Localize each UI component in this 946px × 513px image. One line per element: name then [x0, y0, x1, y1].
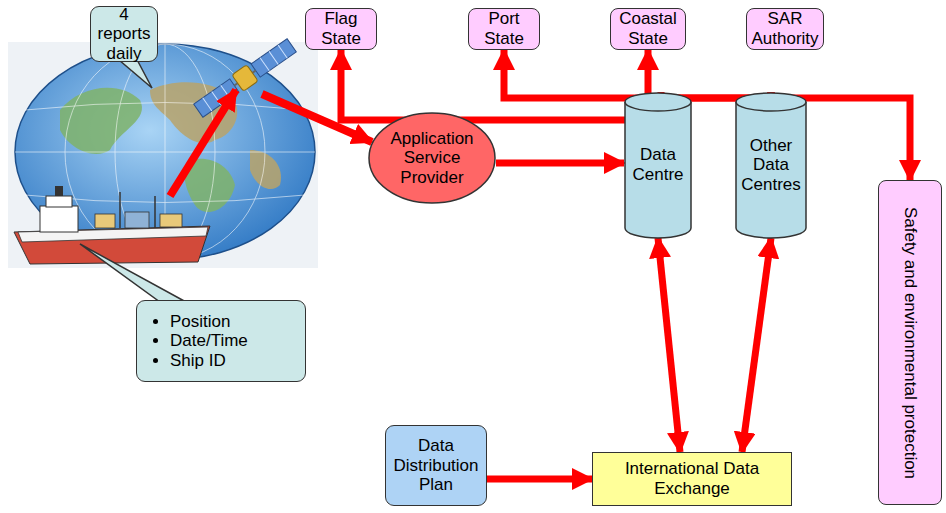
state-box: Port State [468, 8, 540, 50]
flow-arrow [496, 160, 624, 167]
flow-arrow [487, 476, 592, 483]
node-label: Data Distribution Plan [390, 436, 482, 495]
node-label: Data Centre [632, 145, 683, 184]
flow-arrow [504, 50, 771, 98]
bullet-item: Ship ID [153, 351, 226, 371]
node-label: Flag State [309, 9, 373, 48]
exchange-box: International Data Exchange [592, 452, 792, 506]
database-cylinder: Data Centre [624, 92, 692, 238]
flow-arrow [658, 238, 680, 452]
node-label: Application Service Provider [378, 129, 486, 188]
database-cylinder: Other Data Centres [735, 92, 807, 238]
uplink-arrow [170, 90, 236, 196]
callout-box: 4 reports daily [90, 6, 158, 62]
picture-ground [8, 42, 318, 268]
bullet-dot [153, 338, 158, 343]
authority-box: SAR Authority [746, 8, 824, 50]
node-label: 4 reports daily [95, 5, 153, 64]
node-label: International Data Exchange [597, 459, 787, 498]
ship [14, 186, 210, 264]
node-label: Safety and environmental protection [900, 190, 920, 495]
callout-tail [80, 244, 186, 302]
bullet-dot [153, 319, 158, 324]
flow-arrow [742, 238, 771, 452]
node-label: Port State [472, 9, 536, 48]
bullet-item: Date/Time [153, 331, 248, 351]
bullet-item: Position [153, 312, 230, 332]
state-box: Coastal State [610, 8, 686, 50]
plan-box: Data Distribution Plan [385, 425, 487, 506]
node-label: SAR Authority [750, 9, 820, 48]
node-label: Coastal State [614, 9, 682, 48]
bullet-dot [153, 358, 158, 363]
flow-arrow [648, 50, 771, 98]
provider-ellipse: Application Service Provider [368, 112, 496, 204]
state-box: Flag State [305, 8, 377, 50]
callout-box: PositionDate/TimeShip ID [136, 300, 306, 382]
node-label: Other Data Centres [741, 136, 801, 195]
outcome-box: Safety and environmental protection [878, 180, 942, 505]
